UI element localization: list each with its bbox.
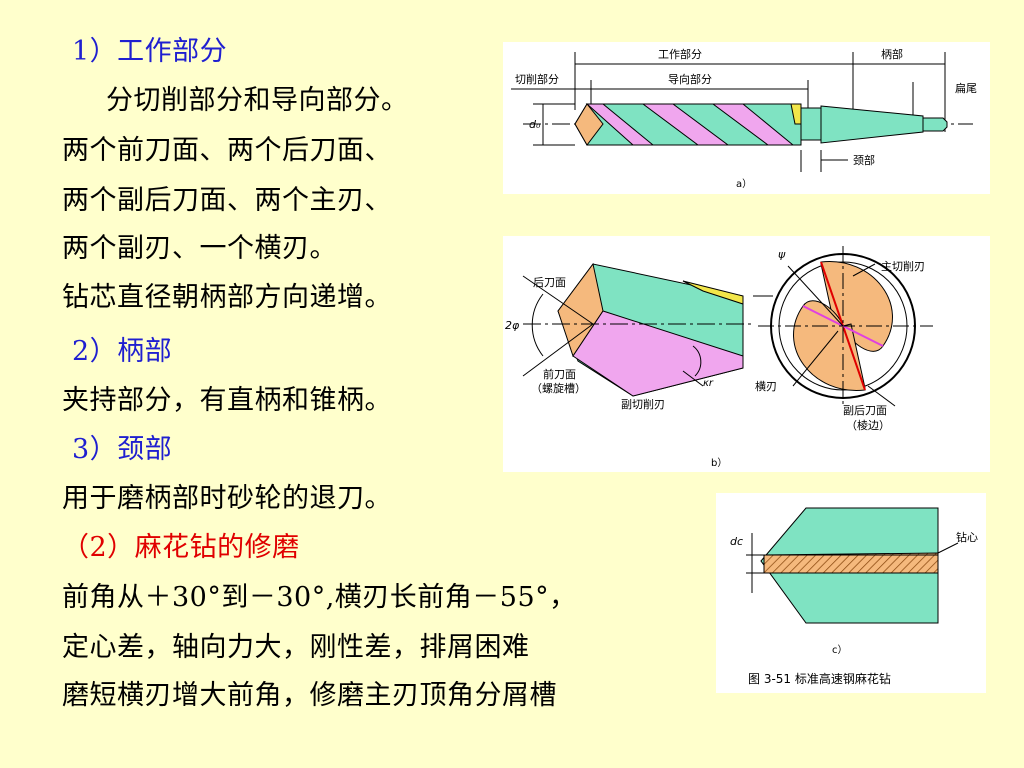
text-line: 定心差，轴向力大，刚性差，排屑困难 [62, 632, 530, 663]
label-front-face: 前刀面 [543, 367, 576, 381]
figure-drill-core: 钻心 dc c） 图 3-51 标准高速钢麻花钻 [716, 493, 986, 693]
label-minor-flank: 副后刀面 [843, 404, 887, 417]
label-neck: 颈部 [853, 153, 875, 167]
text-line: 用于磨柄部时砂轮的退刀。 [62, 483, 392, 514]
label-two-phi: 2φ [505, 319, 520, 332]
text-line: 两个前刀面、两个后刀面、 [62, 135, 392, 166]
label-back-face: 后刀面 [533, 276, 566, 289]
label-minor-edge: 副切削刃 [621, 397, 665, 411]
label-d0: d₀ [529, 118, 541, 131]
label-flute: （螺旋槽） [531, 381, 586, 395]
figure-caption: 图 3-51 标准高速钢麻花钻 [748, 671, 891, 686]
label-core: 钻心 [956, 530, 978, 544]
heading-grinding: （2）麻花钻的修磨 [62, 532, 300, 563]
label-kr: κr [703, 378, 714, 389]
label-main-edge: 主切削刃 [881, 259, 925, 273]
text-line: 磨短横刃增大前角，修磨主刃顶角分屑槽 [62, 680, 557, 711]
label-guide: 导向部分 [668, 72, 712, 86]
text-line: 分切削部分和导向部分。 [106, 85, 409, 116]
label-shank: 柄部 [881, 47, 903, 61]
text-line: 前角从＋30°到－30°,横刃长前角－55°， [62, 582, 577, 613]
caption-b: b） [711, 457, 727, 469]
text-line: 两个副刃、一个横刃。 [62, 233, 337, 264]
label-tang: 扁尾 [955, 82, 977, 95]
text-line: 夹持部分，有直柄和锥柄。 [62, 385, 392, 416]
figure-drill-overview: 工作部分 柄部 切削部分 导向部分 扁尾 颈部 d₀ a） [503, 42, 990, 194]
figure-drill-tip: 后刀面 主切削刃 前刀面 （螺旋槽） 副切削刃 横刃 副后刀面 （棱边） 2φ … [503, 236, 990, 472]
caption-a: a） [736, 178, 752, 190]
label-chisel: 横刃 [755, 379, 777, 393]
label-land: （棱边） [846, 419, 890, 432]
heading-shank: 2）柄部 [72, 336, 173, 367]
caption-c: c） [832, 644, 848, 656]
text-line: 两个副后刀面、两个主刃、 [62, 185, 392, 216]
heading-working-part: 1）工作部分 [72, 36, 228, 67]
label-dc: dc [730, 535, 743, 548]
heading-neck: 3）颈部 [72, 434, 173, 465]
label-cut: 切削部分 [515, 72, 559, 86]
label-work: 工作部分 [658, 47, 702, 61]
label-psi: ψ [778, 248, 786, 261]
text-line: 钻芯直径朝柄部方向递增。 [62, 282, 392, 313]
